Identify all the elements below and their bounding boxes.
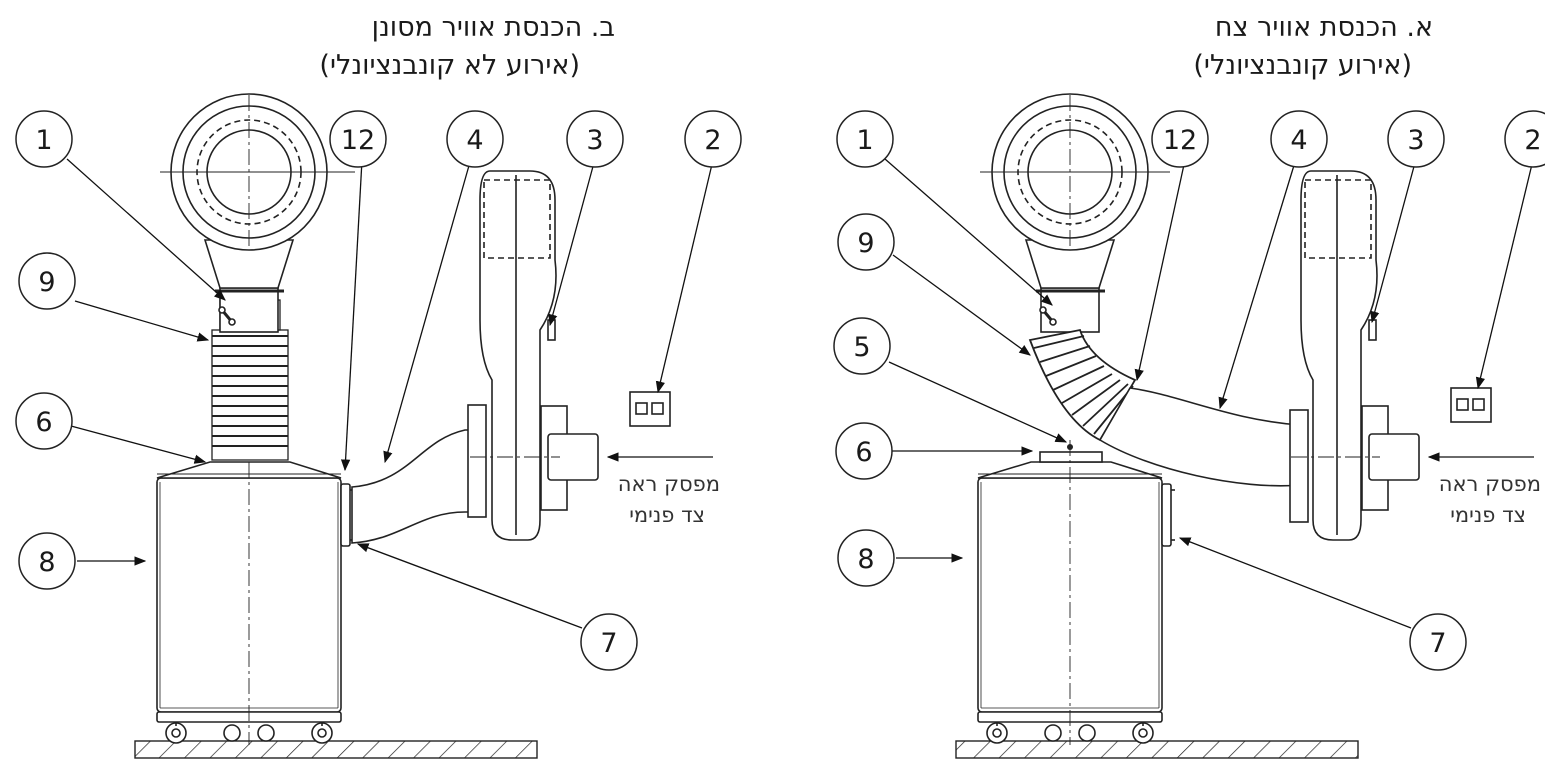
switch-note-line1: מפסק ראה bbox=[618, 472, 720, 496]
svg-text:6: 6 bbox=[35, 407, 52, 438]
switch-note-line2: צד פנימי bbox=[629, 503, 705, 527]
callout: 5 bbox=[833, 317, 891, 375]
svg-text:5: 5 bbox=[853, 332, 870, 363]
callout: 4 bbox=[1270, 110, 1328, 168]
leader-2 bbox=[1475, 159, 1534, 390]
svg-text:1: 1 bbox=[35, 125, 52, 156]
svg-text:2: 2 bbox=[1524, 125, 1541, 156]
leader-1 bbox=[884, 158, 1053, 306]
panel-a-title-line1: א. הכנסת אוויר צח bbox=[1215, 12, 1433, 43]
flexible-hose bbox=[351, 429, 486, 544]
leader-9 bbox=[892, 254, 1031, 356]
panel-b-title-line1: ב. הכנסת אוויר מסונן bbox=[372, 12, 615, 43]
svg-text:9: 9 bbox=[857, 228, 874, 259]
leader-12 bbox=[340, 159, 363, 472]
svg-text:6: 6 bbox=[855, 437, 872, 468]
svg-text:12: 12 bbox=[1163, 125, 1197, 156]
callout: 7 bbox=[1409, 613, 1467, 671]
callout: 1 bbox=[836, 110, 894, 168]
svg-text:7: 7 bbox=[1429, 628, 1446, 659]
callout: 2 bbox=[1504, 110, 1545, 168]
switch-note-line2: צד פנימי bbox=[1450, 503, 1526, 527]
switch-box bbox=[1450, 387, 1492, 423]
svg-text:4: 4 bbox=[466, 125, 483, 156]
callout: 6 bbox=[15, 392, 73, 450]
leader-9 bbox=[74, 300, 210, 342]
callout: 8 bbox=[18, 532, 76, 590]
panel-a-title-line2: (אירוע קונבנציונלי) bbox=[1193, 50, 1412, 81]
callout: 4 bbox=[446, 110, 504, 168]
leader-2 bbox=[655, 159, 714, 394]
leader-6 bbox=[70, 425, 207, 464]
switch-note-line1: מפסק ראה bbox=[1439, 472, 1541, 496]
svg-text:8: 8 bbox=[38, 547, 55, 578]
panel-fresh-air: א. הכנסת אוויר צח (אירוע קונבנציונלי) bbox=[833, 12, 1545, 759]
floor bbox=[134, 740, 538, 759]
filter-canister bbox=[977, 451, 1175, 744]
callout: 9 bbox=[837, 213, 895, 271]
callout: 1 bbox=[15, 110, 73, 168]
callout: 6 bbox=[835, 422, 893, 480]
leader-3 bbox=[548, 158, 596, 327]
switch-box bbox=[629, 391, 671, 427]
leader-12 bbox=[1134, 159, 1186, 382]
callout: 3 bbox=[1387, 110, 1445, 168]
svg-text:3: 3 bbox=[1407, 125, 1424, 156]
panel-filtered-air: ב. הכנסת אוויר מסונן (אירוע לא קונבנציונ… bbox=[15, 12, 742, 759]
svg-text:12: 12 bbox=[341, 125, 375, 156]
svg-text:7: 7 bbox=[600, 628, 617, 659]
blower-unit bbox=[467, 170, 599, 541]
blower-unit bbox=[1289, 170, 1420, 541]
cap-nut bbox=[1067, 444, 1073, 450]
callout: 2 bbox=[684, 110, 742, 168]
leader-7 bbox=[356, 543, 583, 629]
leader-1 bbox=[66, 158, 226, 301]
svg-text:2: 2 bbox=[704, 125, 721, 156]
leader-7 bbox=[1178, 537, 1412, 629]
leader-5 bbox=[888, 361, 1068, 443]
panel-b-title-line2: (אירוע לא קונבנציונלי) bbox=[319, 50, 580, 81]
svg-text:4: 4 bbox=[1290, 125, 1307, 156]
leader-3 bbox=[1370, 158, 1417, 324]
callout: 7 bbox=[580, 613, 638, 671]
callout: 8 bbox=[837, 529, 895, 587]
svg-text:1: 1 bbox=[856, 125, 873, 156]
leader-4 bbox=[1218, 161, 1296, 410]
floor bbox=[955, 740, 1359, 759]
callout: 12 bbox=[329, 110, 387, 168]
callout: 9 bbox=[18, 252, 76, 310]
svg-text:8: 8 bbox=[857, 544, 874, 575]
filter-canister bbox=[156, 461, 354, 744]
svg-text:9: 9 bbox=[38, 267, 55, 298]
leader-4 bbox=[383, 161, 471, 464]
callout: 3 bbox=[566, 110, 624, 168]
svg-text:3: 3 bbox=[586, 125, 603, 156]
callout: 12 bbox=[1151, 110, 1209, 168]
